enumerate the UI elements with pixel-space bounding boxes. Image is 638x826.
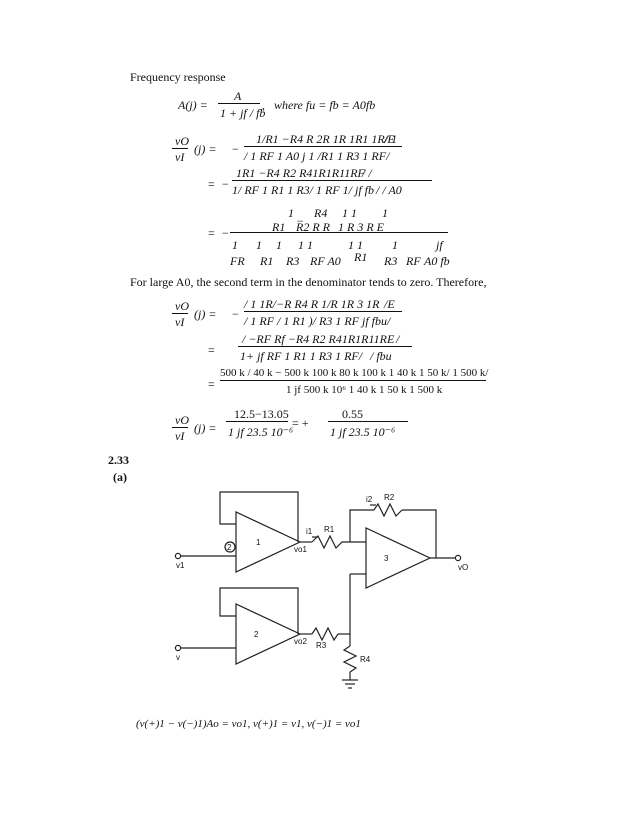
eq7-d2: 1 jf 23.5 10⁻⁶: [330, 425, 396, 439]
eq4-lhs-den: vI: [175, 315, 185, 329]
eq3-n2: R4: [314, 206, 328, 220]
label-amp2: 2: [254, 630, 259, 639]
section-number: 2.33: [108, 453, 129, 467]
eq3-eq: =: [208, 226, 215, 240]
eq1-sign: −: [232, 142, 239, 156]
eq2-sign: −: [222, 177, 229, 191]
eq7-lhs-num: vO: [175, 413, 189, 427]
eq3-d14: RF: [406, 254, 421, 268]
eq6-eq: =: [208, 377, 215, 391]
resistor-r1: [311, 534, 348, 550]
eq3-d9: R1: [260, 254, 274, 268]
eq3-n3: 1 1: [342, 206, 357, 220]
eq7-lhs-den: vI: [175, 429, 185, 443]
eq5-eq: =: [208, 343, 215, 357]
label-i1: i1: [306, 527, 313, 536]
label-vo1: vo1: [294, 545, 307, 554]
eq3-d13: R3: [384, 254, 398, 268]
eq7-n1: 12.5−13.05: [234, 407, 289, 421]
eq1-lhs-num: vO: [175, 134, 189, 148]
eq2-eq: =: [208, 177, 215, 191]
eq4-lhs-arg: (j) =: [194, 307, 217, 321]
node-2-marker: [224, 541, 236, 553]
eq3-d8: FR: [230, 254, 245, 268]
eq4-den: / 1 RF / 1 R1 )/ R3 1 RF jf fbu/: [244, 314, 391, 328]
large-a-text: For large A0, the second term in the den…: [130, 275, 487, 289]
eq-a-num: A: [234, 89, 242, 103]
eq3-n5: R1: [272, 220, 286, 234]
eq3-n1: 1: [288, 206, 294, 220]
eq3-n-minus: −: [296, 214, 305, 228]
eq2-num: 1R1 −R4 R2 R41R1R11RF: [236, 166, 365, 180]
label-v: v: [176, 653, 180, 662]
eq7-d1: 1 jf 23.5 10⁻⁶: [228, 425, 294, 439]
opamp-1: [235, 511, 302, 573]
label-r4: R4: [360, 655, 371, 664]
eq4-num: / 1 1R/−R R4 R 1/R 1R 3 1R: [244, 297, 380, 311]
eq2-den: 1/ RF 1 R1 1 R3/ 1 RF 1/ jf fb: [232, 183, 374, 197]
eq3-d12: R1: [354, 250, 368, 264]
eq4-lhs-num: vO: [175, 299, 189, 313]
opamp-3: [365, 527, 432, 589]
label-node2: 2: [227, 543, 232, 552]
label-amp1: 1: [256, 538, 261, 547]
eq5-den-tail: / fbu: [370, 349, 392, 363]
eq3-d2: 1: [256, 238, 262, 252]
eq7-mid: = +: [292, 416, 309, 430]
eq5-num: / −RF Rf −R4 R2 R41R1R11RE: [242, 332, 395, 346]
eq3-n4: 1: [382, 206, 388, 220]
eq5-den: 1+ jf RF 1 R1 1 R3 1 RF/: [240, 349, 363, 363]
eq3-d10: R3: [286, 254, 300, 268]
eq1-lhs-arg: (j) =: [194, 142, 217, 156]
eq6-den: 1 jf 500 k 10⁶ 1 40 k 1 50 k 1 500 k: [286, 384, 443, 396]
label-amp3: 3: [384, 554, 389, 563]
label-vo: vO: [458, 563, 468, 572]
eq7-lhs-arg: (j) =: [194, 421, 217, 435]
section-heading: Frequency response: [130, 70, 226, 84]
eq1-num: 1/R1 −R4 R 2R 1R 1R1 1R/ 1: [256, 132, 398, 146]
eq3-n7: 1 R 3 R E: [338, 220, 384, 234]
eq4-num-tail: /E: [384, 297, 395, 311]
eq7-n2: 0.55: [342, 407, 363, 421]
label-v1: v1: [176, 561, 185, 570]
resistor-r2: [373, 502, 403, 518]
label-i2: i2: [366, 495, 373, 504]
resistor-r4: [342, 645, 358, 673]
eq6-num: 500 k / 40 k − 500 k 100 k 80 k 100 k 1 …: [220, 367, 489, 379]
opamp-2: [235, 603, 302, 665]
eq3-d15: A0 fb: [424, 254, 450, 268]
eq3-d7: jf: [436, 238, 443, 252]
eq1-num-tail: /E: [384, 132, 395, 146]
eq3-d1: 1: [232, 238, 238, 252]
eq5-num-tail: /: [396, 332, 400, 346]
eq3-d5: 1 1: [348, 238, 363, 252]
label-vo2: vo2: [294, 637, 307, 646]
eq3-n6: R2 R R: [296, 220, 330, 234]
label-r1: R1: [324, 525, 335, 534]
label-r2: R2: [384, 493, 395, 502]
eq2-den-tail: / / A0: [376, 183, 402, 197]
subsection-label: (a): [113, 470, 127, 484]
label-r3: R3: [316, 641, 327, 650]
eq3-d11: RF A0: [310, 254, 341, 268]
eq-a-lhs: A(j) =: [178, 98, 208, 112]
resistor-r3: [311, 626, 339, 642]
eq1-den: / 1 RF 1 A0 j 1 /R1 1 R3 1 RF/: [244, 149, 390, 163]
bottom-equation: (v(+)1 − v(−)1)Ao = vo1, v(+)1 = v1, v(−…: [136, 718, 361, 730]
eq3-sign: −: [222, 226, 229, 240]
eq2-num-tail: / /: [362, 166, 372, 180]
eq3-d4: 1 1: [298, 238, 313, 252]
eq3-d6: 1: [392, 238, 398, 252]
eq1-lhs-den: vI: [175, 150, 185, 164]
eq-a-where: where fu = fb = A0fb: [274, 98, 376, 112]
eq-a-den: 1 + jf / fb: [220, 106, 266, 120]
eq-a-sep: ,: [262, 98, 265, 112]
eq3-d3: 1: [276, 238, 282, 252]
eq4-sign: −: [232, 307, 239, 321]
